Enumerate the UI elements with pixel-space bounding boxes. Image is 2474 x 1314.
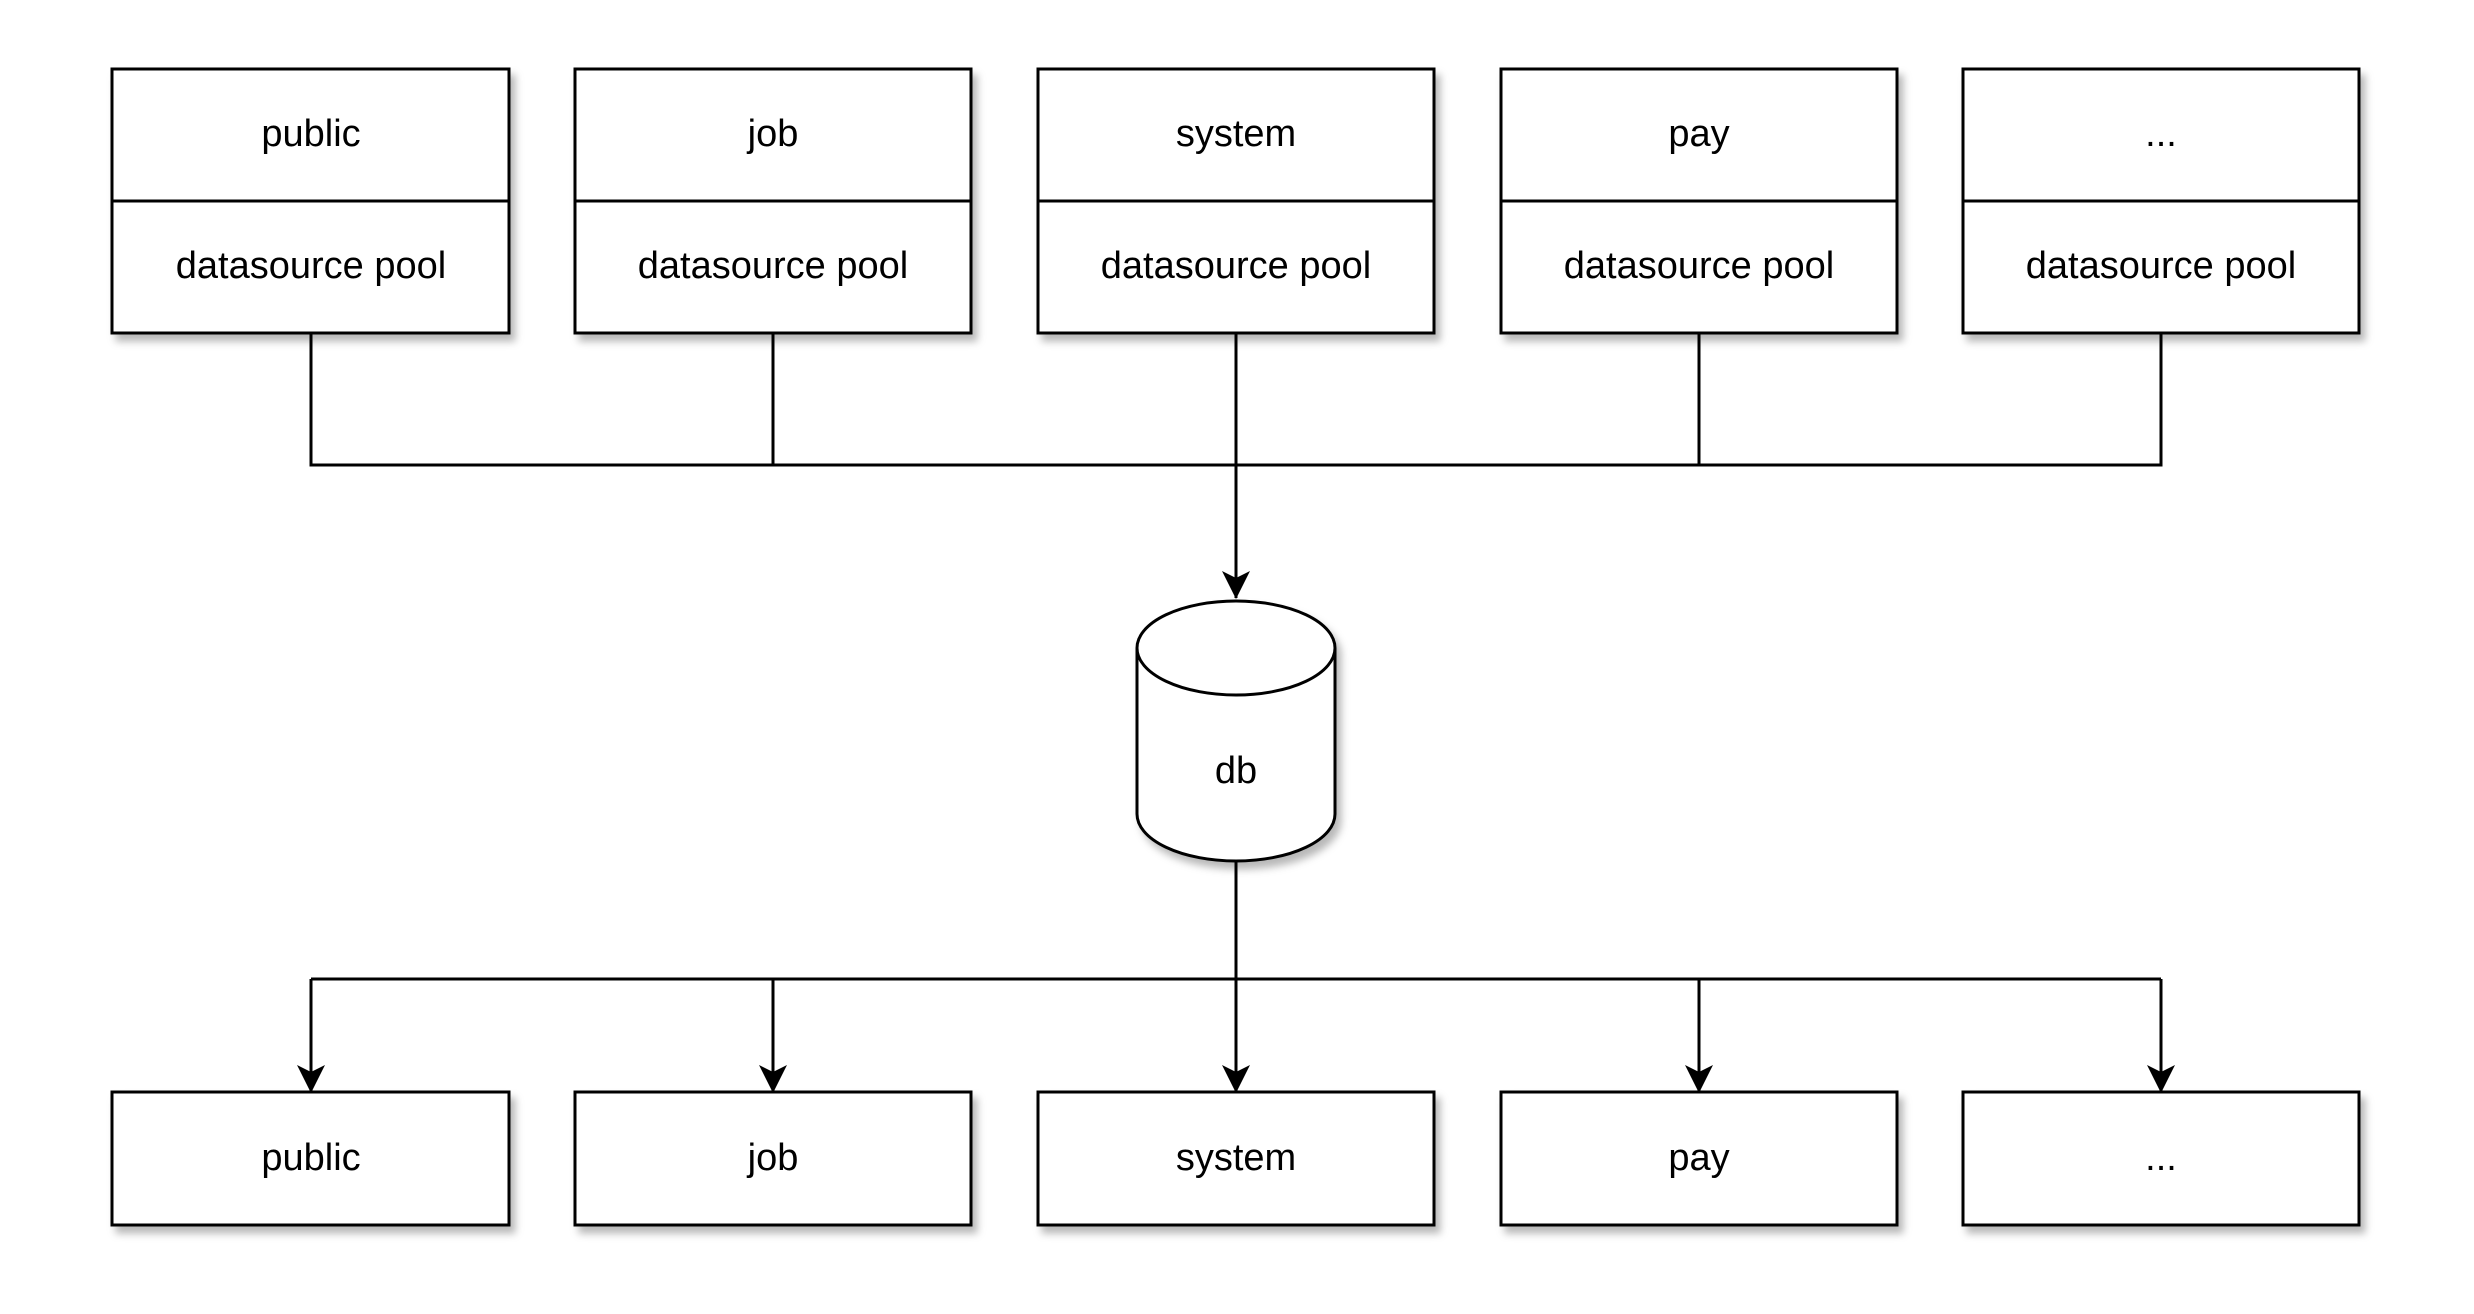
- datasource-pool-label: datasource pool: [638, 245, 908, 287]
- datasource-pool-label: datasource pool: [1101, 245, 1371, 287]
- schema-box-job: job: [573, 1090, 973, 1227]
- schema-name: public: [261, 1137, 360, 1179]
- schema-name: ...: [2145, 1137, 2177, 1179]
- bottom-schema-row: public job system pay ...: [110, 1090, 2361, 1227]
- datasource-pool-label: datasource pool: [1564, 245, 1834, 287]
- schema-box-pay: pay: [1499, 1090, 1899, 1227]
- schema-box-public: public: [110, 1090, 511, 1227]
- database-cylinder: db: [1135, 599, 1337, 863]
- service-box-pay: pay datasource pool: [1499, 67, 1899, 335]
- top-service-row: public datasource pool job datasource po…: [110, 67, 2361, 335]
- service-box-public: public datasource pool: [110, 67, 511, 335]
- schema-box-etc: ...: [1961, 1090, 2361, 1227]
- service-name: pay: [1668, 113, 1729, 155]
- service-name: public: [261, 113, 360, 155]
- schema-name: job: [747, 1137, 799, 1179]
- service-box-etc: ... datasource pool: [1961, 67, 2361, 335]
- service-name: system: [1176, 113, 1296, 155]
- schema-box-system: system: [1036, 1090, 1436, 1227]
- pool-connectors: [309, 333, 2163, 599]
- schema-name: pay: [1668, 1137, 1729, 1179]
- connector-etc-pool: [1236, 333, 2163, 467]
- connector-public-pool: [309, 333, 1236, 467]
- service-box-job: job datasource pool: [573, 67, 973, 335]
- service-name: job: [747, 113, 799, 155]
- schema-name: system: [1176, 1137, 1296, 1179]
- schema-connectors: [297, 862, 2175, 1093]
- service-name: ...: [2145, 113, 2177, 155]
- datasource-pool-label: datasource pool: [2026, 245, 2296, 287]
- service-box-system: system datasource pool: [1036, 67, 1436, 335]
- database-label: db: [1215, 750, 1257, 792]
- datasource-pool-label: datasource pool: [176, 245, 446, 287]
